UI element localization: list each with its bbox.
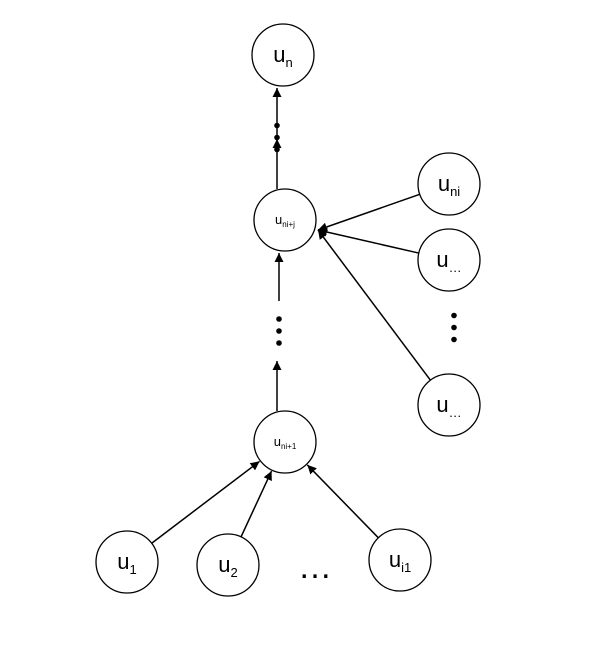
node-label-base: u	[275, 212, 282, 227]
node-label-subscript: i1	[401, 560, 411, 575]
vertical-ellipsis-dot	[451, 312, 457, 319]
node-label-base: u	[117, 549, 129, 574]
node-label-subscript: ni+1	[281, 442, 297, 451]
node-circle	[417, 228, 481, 292]
node-label: uni+1	[274, 434, 297, 451]
edges-layer	[151, 88, 432, 544]
node-label: un	[273, 42, 292, 70]
node-circle	[253, 188, 317, 252]
node-label: u…	[436, 247, 461, 275]
node-u1: u1	[95, 530, 159, 594]
vertical-ellipsis-dot	[274, 146, 280, 153]
node-label-base: u	[274, 434, 281, 449]
node-un: un	[251, 23, 315, 87]
node-label-subscript: …	[449, 405, 462, 420]
edge-arrow-udots1-unij	[317, 227, 419, 254]
node-label: uni	[438, 171, 460, 199]
node-label-base: u	[438, 171, 450, 196]
edge-arrow-ui1-uni1	[306, 464, 379, 539]
vertical-ellipsis-dot	[274, 134, 280, 141]
node-uni1: uni+1	[253, 410, 317, 474]
node-udots1: u…	[417, 228, 481, 292]
node-circle	[417, 373, 481, 437]
node-label-subscript: 1	[130, 562, 137, 577]
node-udots2: u…	[417, 373, 481, 437]
vertical-ellipsis-dot	[276, 328, 282, 334]
node-label: uni+j	[275, 212, 295, 229]
node-circle	[196, 533, 260, 597]
node-label: ui1	[389, 547, 411, 575]
node-circle	[95, 530, 159, 594]
node-circle	[417, 152, 481, 216]
node-ui1: ui1	[368, 528, 432, 592]
edge-arrow-u2-uni1	[240, 470, 273, 538]
edge-arrow-udots2-unij	[317, 229, 432, 381]
node-unij: uni+j	[253, 188, 317, 252]
node-uni: uni	[417, 152, 481, 216]
edge-arrow-u1-uni1	[151, 460, 260, 544]
node-label-base: u	[273, 42, 285, 67]
vertical-ellipsis-dot	[276, 316, 282, 322]
node-label-base: u	[436, 247, 448, 272]
node-label: u1	[117, 549, 136, 577]
edge-arrow-uni-unij	[317, 193, 420, 232]
node-circle	[368, 528, 432, 592]
node-circle	[251, 23, 315, 87]
bottom-row-ellipsis: …	[298, 548, 332, 586]
vertical-ellipsis-dot	[276, 340, 282, 346]
node-label-base: u	[389, 547, 401, 572]
node-label-subscript: ni+j	[282, 220, 295, 229]
vertical-ellipsis-dot	[274, 122, 280, 129]
vertical-ellipsis-layer	[274, 122, 457, 346]
node-label-subscript: n	[286, 55, 293, 70]
node-u2: u2	[196, 533, 260, 597]
node-label: u2	[218, 552, 237, 580]
node-circle	[253, 410, 317, 474]
vertical-ellipsis-dot	[451, 324, 457, 331]
vertical-ellipsis-dot	[451, 336, 457, 343]
node-label: u…	[436, 392, 461, 420]
node-label-subscript: 2	[231, 565, 238, 580]
node-label-base: u	[218, 552, 230, 577]
node-label-subscript: ni	[450, 184, 460, 199]
node-label-subscript: …	[449, 260, 462, 275]
node-label-base: u	[436, 392, 448, 417]
